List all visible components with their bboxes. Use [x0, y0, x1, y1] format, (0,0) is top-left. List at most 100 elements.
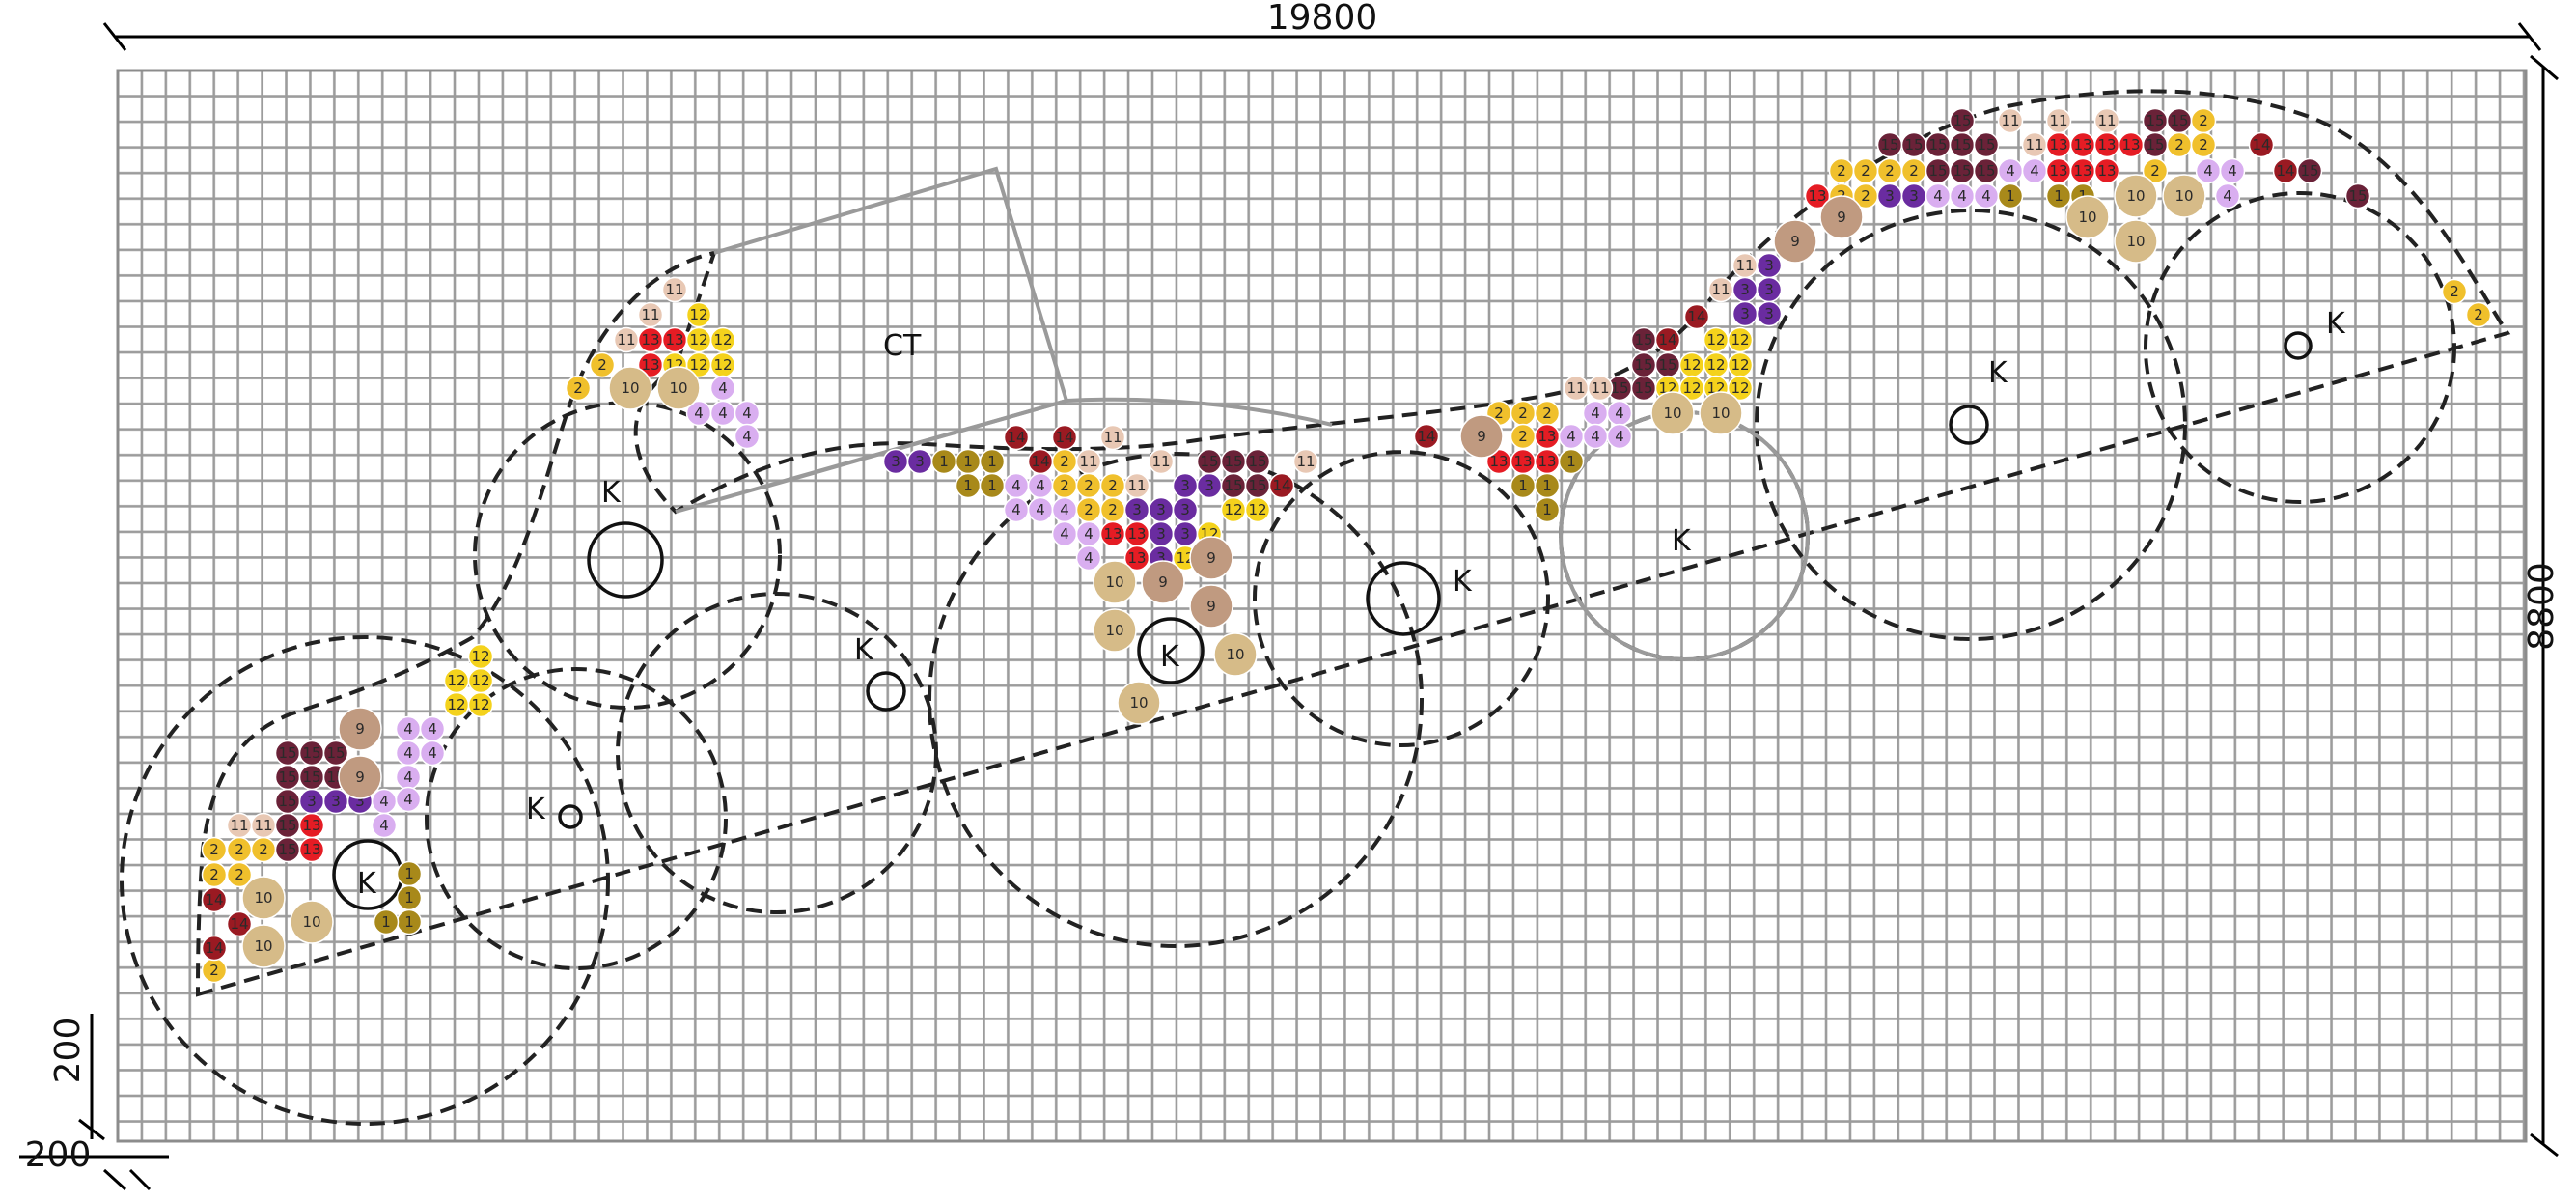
plant-3-label: 3 — [1156, 549, 1166, 567]
plant-12-label: 12 — [1731, 356, 1749, 374]
plant-13-label: 13 — [1537, 428, 1556, 445]
plant-12-label: 12 — [1706, 331, 1725, 349]
plant-3-marker — [1756, 300, 1783, 327]
plant-10-marker — [2065, 195, 2110, 239]
plant-11-label: 11 — [2025, 136, 2043, 154]
plant-12-label: 12 — [471, 648, 489, 665]
plant-15-marker — [2296, 157, 2323, 184]
planting-grid — [116, 69, 2528, 1143]
plant-1-label: 1 — [1518, 477, 1528, 494]
plant-2-marker — [226, 861, 253, 888]
plant-13-label: 13 — [2073, 162, 2091, 180]
plant-11-label: 11 — [617, 331, 635, 349]
plant-13-label: 13 — [2097, 136, 2116, 154]
plant-13-label: 13 — [1513, 453, 1532, 470]
plant-1-marker — [373, 908, 400, 936]
plant-10-label: 10 — [1663, 405, 1681, 422]
plant-4-label: 4 — [379, 817, 389, 834]
plant-14-marker — [1003, 424, 1030, 451]
plant-11-label: 11 — [641, 306, 659, 323]
plant-4-marker — [734, 423, 761, 450]
plant-13-label: 13 — [1127, 525, 1146, 543]
plant-1-label: 1 — [963, 453, 973, 470]
plant-3-label: 3 — [1180, 525, 1190, 543]
plant-10-marker — [1093, 608, 1137, 653]
plant-14-marker — [201, 886, 228, 913]
plant-12-label: 12 — [1731, 379, 1749, 397]
width-dimension-label: 19800 — [1267, 0, 1378, 38]
plant-4-label: 4 — [2223, 187, 2232, 205]
plant-10-label: 10 — [1105, 622, 1123, 639]
plant-4-label: 4 — [1933, 187, 1943, 205]
plant-4-label: 4 — [403, 744, 413, 762]
plant-11-marker — [661, 276, 688, 303]
plant-4-label: 4 — [742, 405, 752, 422]
plant-4-label: 4 — [1011, 477, 1021, 494]
zone-label-ct: CT — [883, 329, 922, 363]
plant-2-label: 2 — [1518, 405, 1528, 422]
plant-12-label: 12 — [447, 672, 465, 689]
plant-11-marker — [2045, 107, 2072, 134]
plant-3-label: 3 — [891, 453, 900, 470]
plant-10-marker — [2114, 174, 2158, 218]
plant-14-label: 14 — [1687, 308, 1705, 325]
plant-2-label: 2 — [2199, 112, 2208, 129]
plant-1-label: 1 — [987, 477, 997, 494]
plant-1-marker — [1997, 182, 2024, 209]
plant-15-label: 15 — [1880, 136, 1898, 154]
plant-1-marker — [1558, 448, 1585, 475]
plant-4-label: 4 — [1060, 501, 1069, 518]
plant-9-label: 9 — [1790, 233, 1800, 250]
plant-15-marker — [1973, 131, 2000, 158]
plant-13-label: 13 — [641, 356, 659, 374]
plant-4-label: 4 — [428, 720, 437, 738]
zone-label-k: K — [1672, 524, 1692, 558]
plant-1-label: 1 — [404, 913, 414, 931]
plant-4-marker — [395, 786, 422, 813]
plant-14-label: 14 — [1272, 477, 1290, 494]
plant-14-label: 14 — [1658, 331, 1676, 349]
plant-12-marker — [467, 643, 494, 670]
plant-11-marker — [1148, 448, 1175, 475]
plant-1-label: 1 — [1542, 501, 1552, 518]
plant-2-label: 2 — [1518, 428, 1528, 445]
zone-label-k: K — [1988, 356, 2008, 390]
plant-11-marker — [1292, 448, 1319, 475]
plant-1-label: 1 — [404, 889, 414, 907]
plant-12-label: 12 — [447, 696, 465, 713]
plant-10-marker — [241, 876, 286, 920]
plant-10-label: 10 — [621, 379, 639, 397]
plant-13-label: 13 — [302, 841, 320, 858]
plant-3-label: 3 — [1740, 305, 1750, 322]
plant-10-label: 10 — [1711, 405, 1730, 422]
plant-1-label: 1 — [404, 865, 414, 882]
plant-10-label: 10 — [254, 937, 272, 955]
zone-label-k: K — [854, 633, 874, 667]
plant-2-label: 2 — [1861, 162, 1870, 180]
plant-15-label: 15 — [278, 817, 296, 834]
plant-4-label: 4 — [1591, 405, 1600, 422]
plant-4-label: 4 — [694, 405, 704, 422]
plant-15-label: 15 — [1658, 356, 1676, 374]
plant-4-label: 4 — [742, 428, 752, 445]
plant-15-label: 15 — [1224, 477, 1242, 494]
plant-2-label: 2 — [2150, 162, 2160, 180]
plant-15-label: 15 — [2146, 112, 2164, 129]
plant-4-marker — [2219, 157, 2246, 184]
plant-12-label: 12 — [1248, 501, 1266, 518]
plant-14-label: 14 — [1417, 428, 1435, 445]
plant-11-marker — [1997, 107, 2024, 134]
plant-4-label: 4 — [718, 379, 728, 397]
plant-14-marker — [1683, 303, 1710, 330]
height-dimension-label: 8800 — [2522, 562, 2562, 651]
plant-4-marker — [1075, 545, 1102, 572]
zone-label-k: K — [1160, 640, 1180, 674]
plant-2-label: 2 — [209, 866, 219, 883]
plant-13-label: 13 — [1808, 187, 1826, 205]
dimension-lines — [19, 22, 2559, 1191]
plant-12-label: 12 — [689, 331, 707, 349]
plant-11-label: 11 — [1591, 379, 1609, 397]
plant-9-label: 9 — [1206, 598, 1216, 615]
cell-height-label: 200 — [48, 1018, 88, 1084]
